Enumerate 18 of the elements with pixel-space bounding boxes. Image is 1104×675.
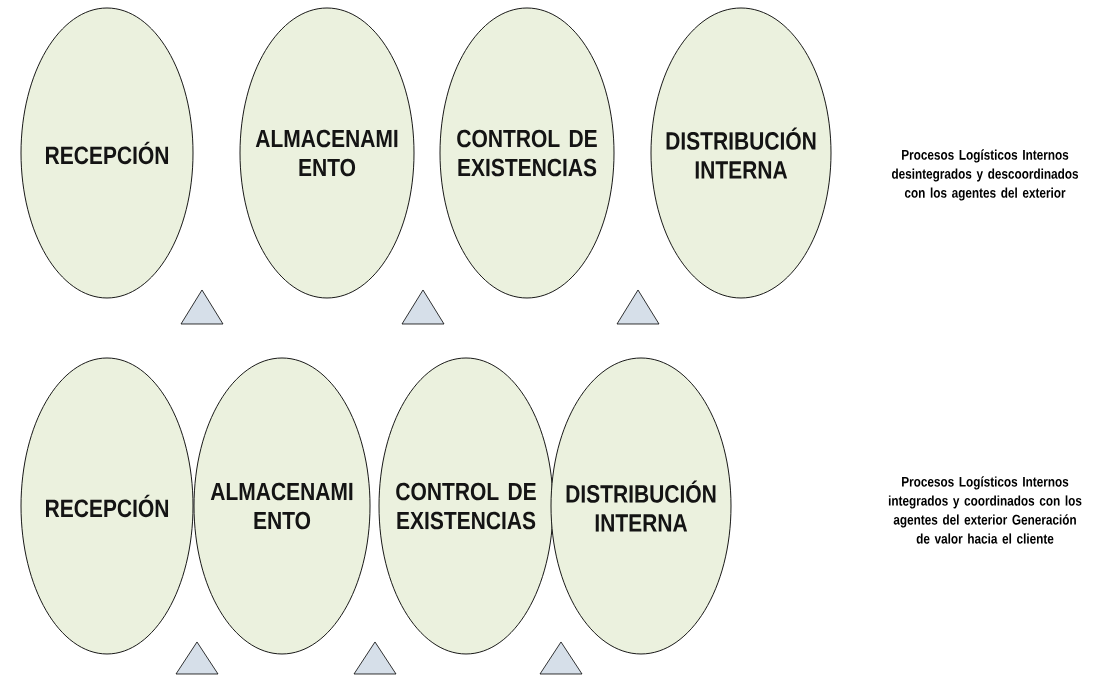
ellipse-node	[239, 7, 415, 299]
ellipse-node	[439, 7, 615, 299]
ellipse-node	[378, 357, 554, 655]
node-label: RECEPCIÓN	[46, 141, 168, 165]
node-label: DISTRIBUCIÓN INTERNA	[666, 127, 816, 179]
ellipse-node	[20, 7, 194, 299]
node-label: CONTROL DE EXISTENCIAS	[396, 482, 536, 530]
node-label: ALMACENAMI ENTO	[210, 482, 353, 530]
note-text: Procesos Logísticos Internos integrados y coordinados con los agentes del exterior Generación de valor hacia el cliente	[888, 476, 1082, 544]
node-label: RECEPCIÓN	[46, 494, 168, 518]
note-text: Procesos Logísticos Internos desintegrados y descoordinados con los agentes del exterior	[891, 149, 1079, 201]
node-label: DISTRIBUCIÓN INTERNA	[566, 480, 716, 532]
ellipse-node	[20, 357, 194, 655]
node-label: ALMACENAMI ENTO	[255, 129, 398, 177]
ellipse-node	[193, 357, 371, 655]
node-label: CONTROL DE EXISTENCIAS	[457, 129, 597, 177]
ellipse-node	[650, 7, 832, 299]
ellipse-node	[550, 357, 732, 655]
